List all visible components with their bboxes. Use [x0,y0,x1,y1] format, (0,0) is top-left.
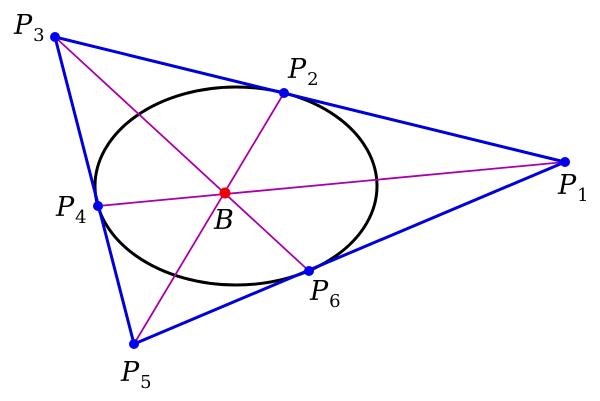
point-p1 [560,157,570,167]
label-b-letter: B [213,205,234,236]
side-p1-p5 [133,160,566,346]
label-p5-sub: 5 [140,372,151,393]
cevian-p3-p6 [54,36,310,272]
cevian-p1-p4 [97,161,566,207]
side-p5-p3 [53,36,136,345]
label-p5: P5 [120,357,152,393]
point-p2 [279,88,289,98]
inscribed-ellipse [93,85,379,287]
label-p3-sub: 3 [33,25,44,46]
point-p5 [129,339,139,349]
label-p6: P6 [309,276,341,312]
label-p1-sub: 1 [577,185,588,206]
label-p5-letter: P [120,357,140,388]
label-b: B [213,205,234,236]
label-p2-letter: P [287,54,307,85]
label-p6-letter: P [309,276,329,307]
label-p1: P1 [557,170,589,206]
label-p2-sub: 2 [307,69,318,90]
cevian-p5-p2 [133,92,285,345]
label-p4-sub: 4 [75,207,86,228]
point-p3 [50,32,60,42]
label-p1-letter: P [557,170,577,201]
label-p4-letter: P [55,192,75,223]
point-p6 [304,266,314,276]
label-p6-sub: 6 [329,291,340,312]
label-p3-letter: P [13,10,33,41]
side-p3-p1 [54,35,566,164]
label-p2: P2 [287,54,319,90]
point-b [219,187,231,199]
point-p4 [93,201,103,211]
label-p3: P3 [13,10,45,46]
label-p4: P4 [55,192,87,228]
